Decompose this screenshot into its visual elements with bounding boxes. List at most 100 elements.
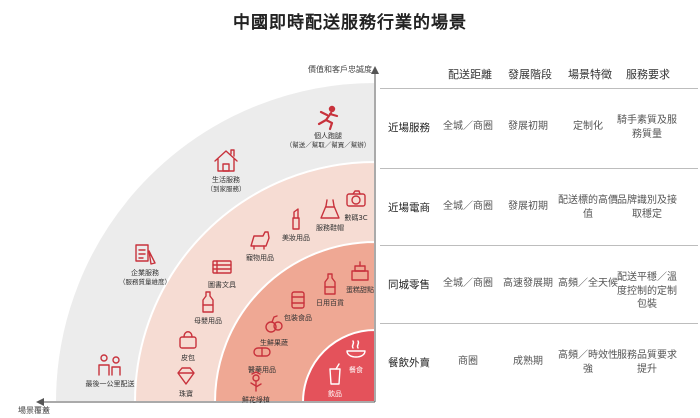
table-row-label: 近場服務 <box>388 122 430 134</box>
scenario-item-label: 蛋糕甜點 <box>346 285 374 294</box>
scenario-items: 個人跑腿（幫送／幫取／幫買／幫辦） 生活服務（到家服務） 企業服務（服務質量維度） 最… <box>86 105 374 404</box>
fruit-icon <box>265 315 283 333</box>
scenario-item: 最後一公里配送 <box>86 354 135 388</box>
table-cell: 發展初期 <box>508 121 548 132</box>
document-icon <box>135 244 156 265</box>
scenario-item-label: 日用百貨 <box>316 298 344 307</box>
scenario-item: 個人跑腿（幫送／幫取／幫買／幫辦） <box>286 105 371 149</box>
scenario-item: 珠寶 <box>177 367 195 398</box>
scenario-item: 生活服務（到家服務） <box>207 149 246 193</box>
table-cell: 高頻／全天候 <box>558 278 618 289</box>
table-cell: 配送平穩／溫度控制的定制包裝 <box>617 272 677 310</box>
table-row-divider <box>380 323 698 324</box>
scenario-item-sublabel: （幫送／幫取／幫買／幫辦） <box>286 140 371 149</box>
table-cell: 商圈 <box>458 356 478 367</box>
scenario-item: 寵物用品 <box>246 231 274 262</box>
scenario-item-sublabel: （到家服務） <box>207 184 246 193</box>
scenario-item: 蛋糕甜點 <box>346 261 374 294</box>
table-cell: 全城／商圈 <box>443 201 493 212</box>
table-cell: 騎手素質及服務質量 <box>617 115 677 140</box>
x-axis-label: 場景覆蓋 <box>18 405 50 415</box>
page-title: 中國即時配送服務行業的場景 <box>233 13 467 33</box>
table-header: 配送距離 <box>448 68 492 81</box>
house-icon <box>214 149 238 172</box>
table-row-label: 近場電商 <box>388 202 430 214</box>
scenario-item: 生鮮果蔬 <box>260 315 288 347</box>
table-cell: 配送標的高價值 <box>558 195 618 220</box>
scenario-item-label: 生鮮果蔬 <box>260 338 288 347</box>
table-cell: 服務品質要求提升 <box>617 350 677 375</box>
table-cell: 品牌識別及接取穩定 <box>617 195 677 220</box>
table-row-divider <box>380 245 698 246</box>
scenario-item-label: 最後一公里配送 <box>86 379 135 388</box>
bottle-icon <box>202 291 214 313</box>
x-axis-arrow <box>36 398 44 406</box>
table-row-label: 餐飲外賣 <box>388 357 430 369</box>
table-cell: 發展初期 <box>508 201 548 212</box>
table-cell: 成熟期 <box>513 356 543 367</box>
bag-icon <box>179 331 197 349</box>
scenario-item: 皮包 <box>179 331 197 362</box>
lipstick-icon <box>292 208 300 230</box>
quarter-circle-bands <box>53 80 376 403</box>
scenario-item-label: 數碼3C <box>344 213 367 222</box>
scenario-item-label: 鮮花綠植 <box>242 395 270 404</box>
drink-icon <box>329 363 341 385</box>
people-icon <box>98 354 121 376</box>
table-header: 場景特徵 <box>568 68 612 81</box>
runner-icon <box>317 105 339 131</box>
scenario-item-label: 醫藥用品 <box>248 365 276 374</box>
table-row-divider <box>380 168 698 169</box>
axes: 價值和客戶忠誠度 場景覆蓋 <box>18 64 379 415</box>
table-header: 服務要求 <box>626 68 670 81</box>
scenario-item: 圖書文具 <box>208 260 236 289</box>
table-row-label: 同城零售 <box>388 279 430 291</box>
band-4 <box>301 328 376 403</box>
table-cell: 定制化 <box>573 121 603 132</box>
table-row-divider <box>380 88 698 89</box>
table-cell: 高頻／時效性強 <box>558 350 618 375</box>
scenario-item-label: 個人跑腿 <box>314 131 342 140</box>
y-axis-label: 價值和客戶忠誠度 <box>308 64 372 74</box>
scenario-item: 鮮花綠植 <box>242 371 270 404</box>
scenario-item: 母嬰用品 <box>194 291 222 325</box>
scenario-item-label: 飲品 <box>328 389 342 398</box>
camera-icon <box>346 190 366 207</box>
scenario-item: 餐食 <box>346 340 366 374</box>
scenario-item: 美妝用品 <box>282 208 310 242</box>
pet-icon <box>250 231 270 250</box>
scenario-item-label: 企業服務 <box>131 268 159 277</box>
scenario-item-label: 寵物用品 <box>246 253 274 262</box>
bowl-icon <box>346 340 366 358</box>
scenario-item: 包裝食品 <box>284 291 312 322</box>
dress-icon <box>320 199 340 219</box>
scenario-item-label: 母嬰用品 <box>194 317 222 325</box>
can-icon <box>291 291 305 309</box>
cake-icon <box>351 261 369 281</box>
scenario-item: 服務鞋帽 <box>316 199 344 232</box>
scenario-item: 飲品 <box>328 363 342 398</box>
scenario-item: 醫藥用品 <box>248 347 276 374</box>
scenario-item-label: 珠寶 <box>179 389 193 398</box>
scenario-item-label: 圖書文具 <box>208 280 236 289</box>
scenario-item-sublabel: （服務質量維度） <box>119 277 171 286</box>
table-cell: 全城／商圈 <box>443 121 493 132</box>
table-cell: 全城／商圈 <box>443 278 493 289</box>
scenario-item-label: 餐食 <box>349 365 363 374</box>
scenario-item: 企業服務（服務質量維度） <box>119 244 171 286</box>
bottle-icon <box>324 273 336 295</box>
scenario-item-label: 服務鞋帽 <box>316 223 344 232</box>
scenario-item: 日用百貨 <box>316 273 344 307</box>
pill-icon <box>253 347 271 357</box>
scenario-item-label: 美妝用品 <box>282 233 310 242</box>
scenario-item-label: 生活服務 <box>212 175 240 184</box>
scenario-item: 數碼3C <box>344 190 368 222</box>
book-icon <box>212 260 232 274</box>
scenario-item-label: 包裝食品 <box>284 313 312 322</box>
table-header: 發展階段 <box>508 68 552 81</box>
scenario-item-label: 皮包 <box>181 353 195 362</box>
flower-icon <box>250 371 262 392</box>
jewel-icon <box>177 367 195 385</box>
table-cell: 高速發展期 <box>503 278 553 289</box>
